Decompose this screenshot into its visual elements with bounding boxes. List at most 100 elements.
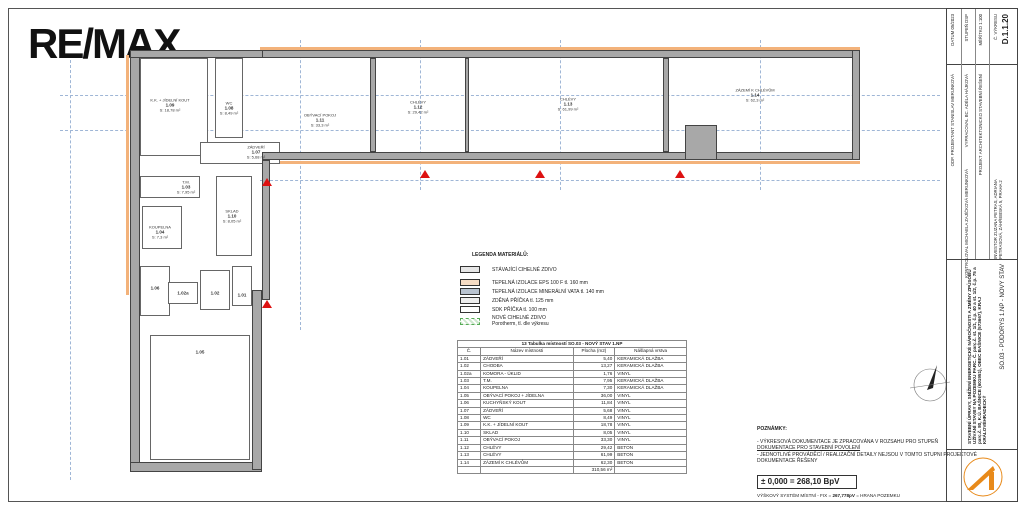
height-value: 267,778pV	[832, 492, 855, 498]
materials-legend: LEGENDA MATERIÁLŮ: STÁVAJÍCÍ CIHELNÉ ZDI…	[460, 252, 690, 327]
table-cell: KOUPELNA	[480, 384, 574, 393]
table-cell: BETON	[614, 451, 687, 460]
table-cell: 7,30	[572, 384, 616, 393]
table-cell: CHLÉVY	[480, 451, 574, 460]
note-1-link: DOKUMENTACE PRO STAVEBNÍ POVOLENÍ	[757, 445, 861, 451]
project-title: STAVEBNÍ ÚPRAVY, SNÍŽENÍ ENERGETICKÉ NÁR…	[967, 267, 987, 444]
legend-sublabel: Porotherm, tl. dle výkresu	[492, 321, 549, 327]
datum-box: ± 0,000 = 268,10 BpV	[757, 474, 857, 489]
table-cell: 1.03	[456, 377, 482, 386]
hip: ODP. PROJEKTANT STANISLAV MERUNKOVÁ	[950, 74, 955, 167]
swatch-icon	[460, 306, 480, 313]
table-cell: KERAMICKÁ DLAŽBA	[614, 377, 687, 386]
column-header: Č.	[456, 347, 482, 356]
section-marker-icon	[420, 170, 430, 178]
table-cell: 18,78	[572, 421, 616, 430]
table-cell: 1.07	[456, 406, 482, 416]
legend-item: SDK PŘÍČKA tl. 100 mm	[460, 306, 547, 313]
notes-title: POZNÁMKY:	[757, 426, 787, 432]
table-cell: BETON	[614, 443, 687, 453]
height-suffix: = HRANA POZEMKU	[854, 492, 900, 498]
table-cell: CHODBA	[480, 362, 574, 371]
note-1: - VÝKRESOVÁ DOKUMENTACE JE ZPRACOVÁNA V …	[757, 438, 939, 445]
table-cell: VINYL	[614, 391, 687, 401]
legend-label: STÁVAJÍCÍ CIHELNÉ ZDIVO	[492, 266, 557, 273]
room-1-05	[150, 335, 250, 460]
section-marker-icon	[262, 300, 272, 308]
table-cell: BETON	[614, 458, 687, 467]
table-cell: KERAMICKÁ DLAŽBA	[614, 384, 687, 393]
room-1-04	[142, 206, 182, 249]
room-1-10	[216, 176, 252, 256]
table-cell: 1.13	[456, 451, 482, 460]
table-cell: 1.05	[456, 391, 482, 401]
column-header: Nášlapná vrstva	[614, 347, 687, 356]
table-total: 310,56 m²	[572, 465, 616, 475]
kontroloval: KONTROLOVAL MICHAELA ZAJÍČKOVÁ MERUNKOVÁ	[964, 169, 969, 278]
height-system-label: VÝŠKOVÝ SYSTÉM MÍSTNÍ - FIX =	[757, 492, 833, 498]
table-cell: 1.12	[456, 443, 482, 453]
table-cell: 1.04	[456, 384, 482, 393]
table-cell: SKLAD	[480, 428, 574, 438]
room-1-06	[140, 266, 170, 316]
room-1-02a	[168, 282, 198, 304]
legend-item: TEPELNÁ IZOLACE MINERÁLNÍ VATA tl. 140 m…	[460, 288, 604, 295]
legend-item: STÁVAJÍCÍ CIHELNÉ ZDIVO	[460, 266, 557, 273]
section-marker-icon	[262, 178, 272, 186]
room-label-1-01: 1.01	[237, 292, 247, 298]
table-cell: 5,68	[572, 406, 616, 416]
table-cell: VINYL	[614, 428, 687, 438]
room-1-08	[215, 58, 243, 138]
swatch-icon	[460, 279, 480, 286]
table-title: 13 Tabulka místností SO.03 - NOVÝ STAV 1…	[457, 339, 687, 349]
projekt: PROJEKT ARCHITEKTONICKO STAVEBNÍ ŘEŠENÍ	[978, 74, 983, 176]
table-cell: KUCHYŇSKÝ KOUT	[480, 399, 574, 408]
table-cell: KERAMICKÁ DLAŽBA	[614, 354, 687, 364]
legend-title: LEGENDA MATERIÁLŮ:	[472, 252, 529, 258]
swatch-icon	[460, 297, 480, 304]
room-1-09	[140, 58, 208, 156]
table-cell: T.M.	[480, 377, 574, 386]
table-cell: VINYL	[614, 414, 687, 423]
investor: INVESTOR ZUZANA PETRAS, ADRIANA PETRASOV…	[993, 179, 1003, 259]
stupen: STUPEŇ DSP	[964, 14, 969, 42]
table-cell: VINYL	[614, 406, 687, 416]
table-cell: 5,40	[572, 354, 616, 364]
table-cell: ZÁZEMÍ K CHLÉVŮM	[480, 458, 574, 467]
legend-label: SDK PŘÍČKA tl. 100 mm	[492, 306, 547, 313]
table-cell: 62,30	[572, 458, 616, 467]
notes: POZNÁMKY: - VÝKRESOVÁ DOKUMENTACE JE ZPR…	[757, 426, 977, 499]
room-1-03	[140, 176, 200, 198]
table-cell: 8,49	[572, 414, 616, 423]
table-cell: WC	[480, 414, 574, 423]
legend-item: ZDĚNÁ PŘÍČKA tl. 125 mm	[460, 297, 553, 304]
table-cell: 1.08	[456, 414, 482, 423]
table-cell: 11,84	[572, 399, 616, 408]
table-cell: 1.09	[456, 421, 482, 430]
table-total-row: 310,56 m²	[456, 465, 687, 475]
table-cell: 13,27	[572, 362, 616, 371]
room-label-1-02a: 1.02a	[177, 290, 189, 296]
table-cell: KERAMICKÁ DLAŽBA	[614, 362, 687, 371]
table-cell: 8,05	[572, 428, 616, 438]
note-2: - JEDNOTLIVÉ PROVÁDĚCÍ / REALIZAČNÍ DETA…	[757, 451, 977, 465]
legend-label: TEPELNÁ IZOLACE MINERÁLNÍ VATA tl. 140 m…	[492, 288, 604, 295]
meritko: MĚŘÍTKO 1:100	[978, 14, 983, 46]
section-marker-icon	[535, 170, 545, 178]
column-header: Název místnosti	[480, 347, 574, 356]
